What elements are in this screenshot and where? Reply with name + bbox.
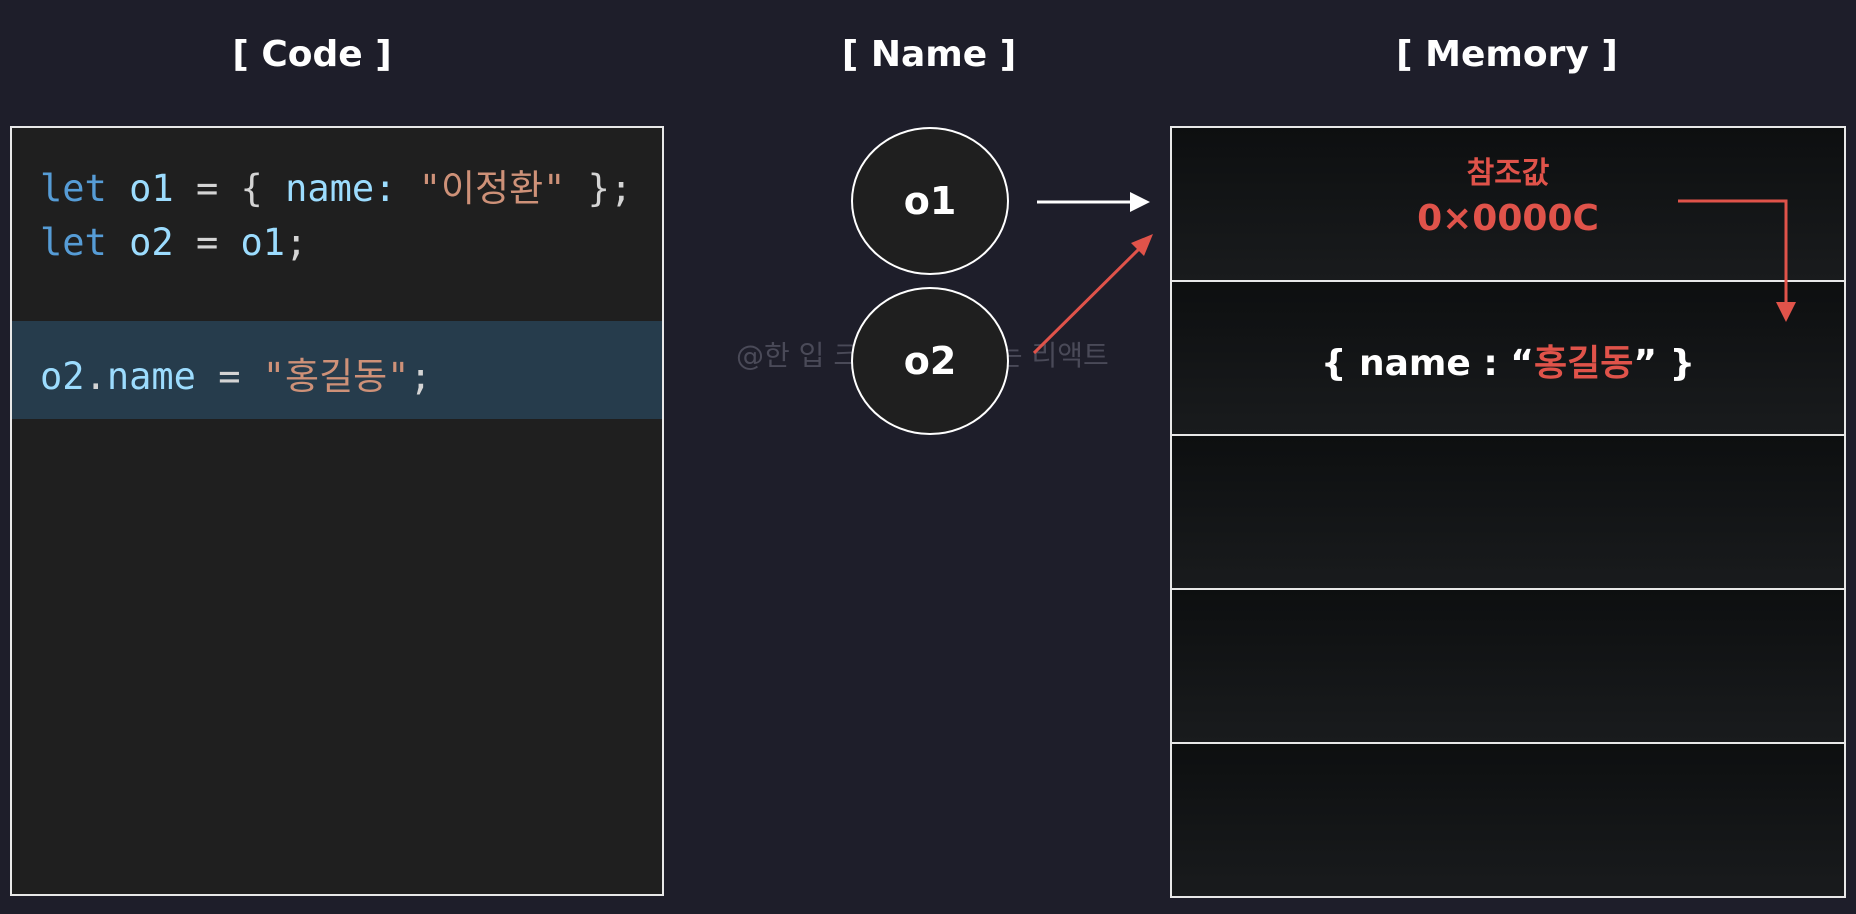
memory-panel: 참조값 0×0000C { name : “홍길동” } — [1170, 126, 1846, 898]
property-name: name — [106, 355, 196, 398]
code-line-1: let o1 = { name: "이정환" }; — [40, 158, 632, 212]
highlighted-line — [12, 321, 662, 419]
memory-cell-reference: 참조값 0×0000C — [1172, 128, 1844, 282]
reference-label: 참조값 — [1466, 156, 1550, 191]
name-heading: [ Name ] — [841, 34, 1017, 75]
property-name: name: — [285, 167, 397, 210]
string-literal: "이정환" — [418, 167, 566, 210]
object-suffix: ” } — [1633, 343, 1696, 384]
object-prefix: { name : “ — [1320, 343, 1534, 384]
space — [396, 167, 418, 210]
variable-o1: o1 — [129, 167, 174, 210]
memory-cell-empty — [1172, 590, 1844, 744]
line-end: ; — [285, 221, 308, 264]
variable-o1: o1 — [240, 221, 286, 264]
variable-o2: o2 — [129, 221, 174, 264]
name-circle-o2: o2 — [851, 287, 1009, 435]
line-end: }; — [565, 167, 633, 210]
name-label-o1: o1 — [903, 179, 957, 223]
memory-heading: [ Memory ] — [1396, 34, 1618, 75]
code-panel: let o1 = { name: "이정환" }; let o2 = o1; o… — [10, 126, 664, 896]
string-literal: "홍길동" — [262, 355, 410, 398]
arrow-o1-to-memory — [1037, 192, 1150, 212]
operator: = { — [173, 167, 286, 210]
reference-value: 0×0000C — [1417, 198, 1599, 239]
object-value: { name : “홍길동” } — [1172, 334, 1844, 386]
operator: = — [195, 355, 263, 398]
name-circle-o1: o1 — [851, 127, 1009, 275]
code-heading: [ Code ] — [232, 34, 392, 75]
keyword-let: let — [40, 167, 107, 210]
line-end: ; — [409, 355, 432, 398]
operator: = — [173, 221, 241, 264]
code-line-2: let o2 = o1; — [40, 221, 307, 264]
memory-cell-object: { name : “홍길동” } — [1172, 282, 1844, 436]
code-line-3: o2.name = "홍길동"; — [40, 346, 432, 400]
memory-cell-empty — [1172, 744, 1844, 896]
memory-cell-empty — [1172, 436, 1844, 590]
object-name-value: 홍길동 — [1533, 343, 1634, 384]
name-label-o2: o2 — [903, 339, 957, 383]
keyword-let: let — [40, 221, 107, 264]
variable-o2: o2 — [40, 355, 85, 398]
dot: . — [84, 355, 107, 398]
